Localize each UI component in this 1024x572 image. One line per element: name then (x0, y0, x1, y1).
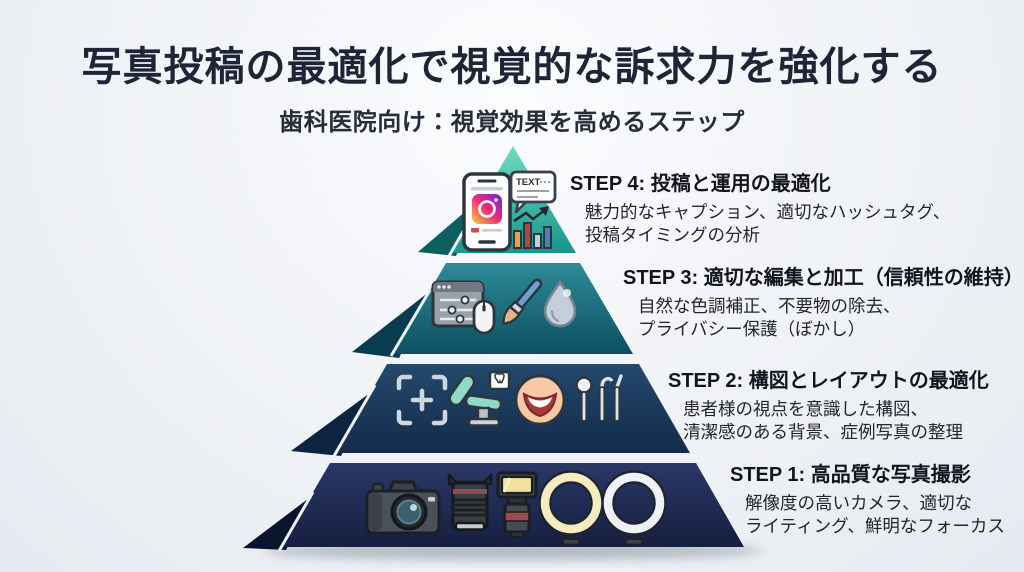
ring-light-white-icon (601, 470, 667, 546)
text-bubble-icon: TEXT (509, 170, 557, 214)
step-4-desc-line-2: 投稿タイミングの分析 (585, 225, 760, 245)
step-2-desc-line-2: 清潔感のある背景、症例写真の整理 (683, 422, 963, 442)
step-2-text-block: STEP 2: 構図とレイアウトの最適化 患者様の視点を意識した構図、 清潔感の… (668, 364, 989, 444)
instagram-phone-icon (462, 172, 512, 252)
dental-chair-icon (448, 370, 511, 427)
step-1-desc-line-2: ライティング、鮮明なフォーカス (745, 516, 1005, 536)
focus-frame-icon (396, 374, 448, 426)
step-4-desc-line-1: 魅力的なキャプション、適切なハッシュタグ、 (585, 202, 951, 222)
step-4-description: 魅力的なキャプション、適切なハッシュタグ、 投稿タイミングの分析 (585, 201, 950, 247)
step-1-description: 解像度の高いカメラ、適切な ライティング、鮮明なフォーカス (745, 492, 1005, 538)
pyramid-layer-step2 (336, 364, 690, 453)
page-title: 写真投稿の最適化で視覚的な訴求力を強化する (81, 45, 943, 89)
page-subtitle: 歯科医院向け：視覚効果を高めるステップ (279, 109, 745, 136)
step-2-description: 患者様の視点を意識した構図、 清潔感のある背景、症例写真の整理 (683, 398, 989, 444)
step-4-title: STEP 4: 投稿と運用の最適化 (570, 173, 831, 195)
dental-tools-icon (575, 374, 623, 422)
step-4-text-block: STEP 4: 投稿と運用の最適化 魅力的なキャプション、適切なハッシュタグ、 … (570, 167, 950, 247)
step-1-text-block: STEP 1: 高品質な写真撮影 解像度の高いカメラ、適切な ライティング、鮮明… (730, 458, 1005, 538)
svg-text:TEXT: TEXT (516, 177, 540, 188)
step-2-title: STEP 2: 構図とレイアウトの最適化 (668, 370, 989, 392)
layer2-fold (291, 390, 374, 456)
step-3-title: STEP 3: 適切な編集と加工（信頼性の維持） (623, 267, 1024, 289)
step-3-text-block: STEP 3: 適切な編集と加工（信頼性の維持） 自然な色調補正、不要物の除去、… (623, 261, 1024, 341)
step-3-description: 自然な色調補正、不要物の除去、 プライバシー保護（ぼかし） (638, 295, 1024, 341)
smile-icon (514, 374, 566, 426)
step-3-desc-line-2: プライバシー保護（ぼかし） (638, 319, 866, 339)
camera-flash-icon (496, 471, 538, 538)
layer3-fold (352, 288, 434, 358)
step-3-desc-line-1: 自然な色調補正、不要物の除去、 (638, 296, 901, 316)
water-drop-icon (543, 279, 577, 328)
header: 写真投稿の最適化で視覚的な訴求力を強化する 歯科医院向け：視覚効果を高めるステッ… (0, 0, 1024, 137)
camera-lens-icon (447, 473, 493, 531)
growth-chart-icon (513, 206, 552, 249)
step-2-desc-line-1: 患者様の視点を意識した構図、 (683, 399, 928, 419)
mouse-icon (472, 299, 496, 335)
ring-light-yellow-icon (538, 470, 604, 546)
step-1-desc-line-1: 解像度の高いカメラ、適切な (745, 493, 973, 513)
step-1-title: STEP 1: 高品質な写真撮影 (730, 464, 971, 486)
dslr-camera-icon (365, 480, 441, 535)
layer1-fold (243, 492, 317, 550)
paintbrush-icon (502, 278, 543, 325)
